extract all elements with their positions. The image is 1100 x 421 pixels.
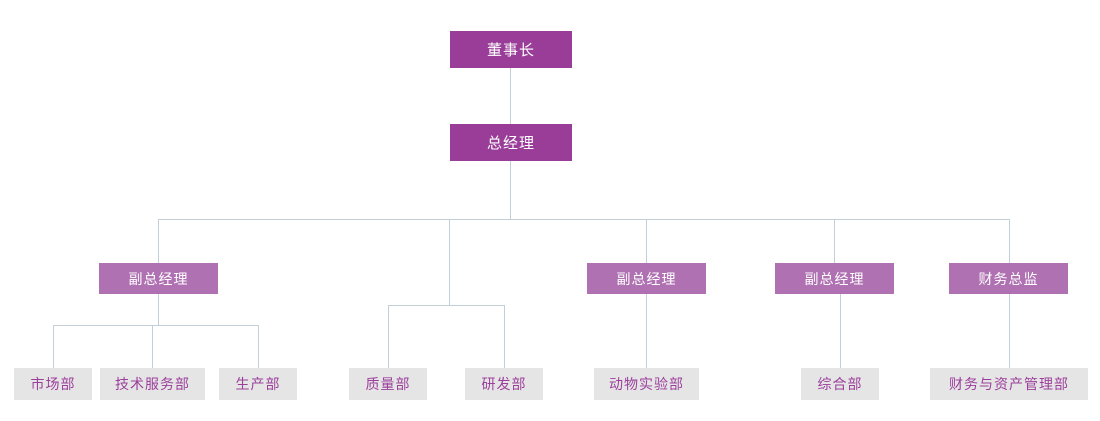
org-node-d1[interactable]: 市场部: [14, 368, 92, 400]
org-node-d8[interactable]: 财务与资产管理部: [930, 368, 1088, 400]
org-node-n2[interactable]: 副总经理: [99, 263, 218, 294]
org-node-n4[interactable]: 副总经理: [775, 263, 894, 294]
connector-line: [152, 325, 153, 368]
connector-sub-bus-2: [388, 305, 504, 306]
org-node-d3[interactable]: 生产部: [219, 368, 297, 400]
org-node-d7[interactable]: 综合部: [801, 368, 879, 400]
connector-line: [646, 294, 647, 368]
org-node-d2[interactable]: 技术服务部: [100, 368, 205, 400]
org-node-n0[interactable]: 董事长: [450, 31, 572, 68]
org-node-n5[interactable]: 财务总监: [949, 263, 1068, 294]
connector-sub-bus-1: [53, 325, 258, 326]
connector-line: [840, 294, 841, 368]
org-node-n1[interactable]: 总经理: [450, 124, 572, 161]
connector-line: [388, 305, 389, 368]
connector-line: [449, 219, 450, 305]
connector-line: [1009, 219, 1010, 263]
org-node-d4[interactable]: 质量部: [349, 368, 427, 400]
connector-line: [158, 219, 159, 263]
connector-line: [1009, 294, 1010, 368]
connector-line: [53, 325, 54, 368]
connector-line: [258, 325, 259, 368]
org-node-d6[interactable]: 动物实验部: [594, 368, 699, 400]
org-node-n3[interactable]: 副总经理: [587, 263, 706, 294]
connector-line: [510, 68, 511, 124]
connector-line: [504, 305, 505, 368]
connector-line: [510, 161, 511, 219]
connector-line: [646, 219, 647, 263]
connector-line: [834, 219, 835, 263]
connector-main-bus: [158, 219, 1009, 220]
org-node-d5[interactable]: 研发部: [465, 368, 543, 400]
connector-line: [158, 294, 159, 325]
